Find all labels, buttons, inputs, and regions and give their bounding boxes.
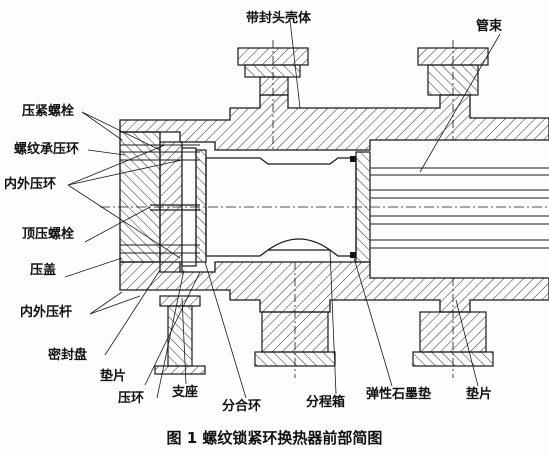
shell-top-wall xyxy=(119,94,549,151)
label-gasket-right: 垫片 xyxy=(466,387,493,402)
label-gland-cover: 压盖 xyxy=(30,263,57,278)
label-pass-box: 分程箱 xyxy=(306,395,346,410)
label-shell-with-head: 带封头壳体 xyxy=(246,11,312,26)
closure-assembly xyxy=(100,131,549,273)
top-nozzle-right xyxy=(417,40,489,140)
top-nozzle-left xyxy=(237,40,309,150)
label-seal-disc: 密封盘 xyxy=(48,348,88,363)
label-support: 支座 xyxy=(172,385,199,400)
label-inner-outer-rod: 内外压杆 xyxy=(20,305,73,320)
figure-caption: 图 1 螺纹锁紧环换热器前部简图 xyxy=(166,429,383,447)
bottom-nozzle-left xyxy=(254,262,336,378)
label-press-ring: 压环 xyxy=(118,391,145,406)
label-inner-outer-ring: 内外压环 xyxy=(4,177,57,192)
label-split-ring: 分合环 xyxy=(222,399,262,414)
tube-bundle xyxy=(355,151,549,263)
label-compression-bolt: 压紧螺栓 xyxy=(22,104,75,119)
label-graphite-gasket: 弹性石墨垫 xyxy=(366,387,432,402)
label-jacking-bolt: 顶压螺栓 xyxy=(22,227,75,242)
label-threaded-ring: 螺纹承压环 xyxy=(14,142,80,157)
label-tube-bundle: 管束 xyxy=(476,19,503,34)
leader-lines xyxy=(64,19,501,399)
support-saddle xyxy=(154,295,206,375)
label-gasket-left: 垫片 xyxy=(100,369,127,384)
bottom-nozzle-right xyxy=(412,278,494,378)
